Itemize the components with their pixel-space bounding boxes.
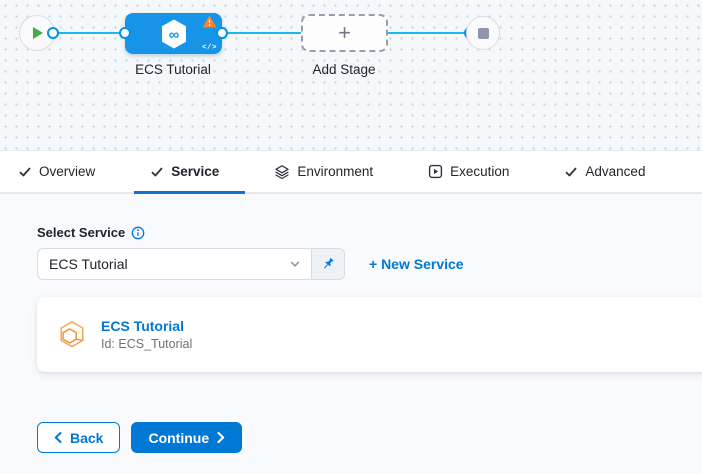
info-icon[interactable] <box>131 226 145 240</box>
connector-port[interactable] <box>47 27 59 39</box>
layers-icon <box>274 164 290 180</box>
connector-port[interactable] <box>216 27 228 39</box>
svg-text:∞: ∞ <box>168 26 179 43</box>
chevron-left-icon <box>54 432 62 443</box>
service-card-name: ECS Tutorial <box>101 318 184 334</box>
pipeline-edge <box>37 32 483 34</box>
back-button[interactable]: Back <box>37 422 121 453</box>
select-service-label: Select Service <box>37 225 126 240</box>
tab-advanced[interactable]: Advanced <box>564 151 645 192</box>
new-service-link[interactable]: + New Service <box>369 256 464 272</box>
tab-service[interactable]: Service <box>134 151 246 194</box>
check-icon <box>18 165 32 179</box>
tab-label: Advanced <box>585 164 646 179</box>
tab-label: Environment <box>297 164 374 179</box>
service-hexagon-icon <box>57 319 87 351</box>
pin-icon <box>320 256 336 272</box>
play-square-icon <box>428 164 443 179</box>
tab-overview[interactable]: Overview <box>18 151 95 192</box>
continue-button[interactable]: Continue <box>131 422 243 453</box>
service-tab-panel: Select Service ECS Tutorial <box>0 194 702 453</box>
service-card-id: Id: ECS_Tutorial <box>101 337 193 351</box>
tab-label: Overview <box>39 164 96 179</box>
service-select-value: ECS Tutorial <box>49 256 128 272</box>
tab-label: Execution <box>450 164 510 179</box>
tab-execution[interactable]: Execution <box>428 151 509 192</box>
check-icon <box>150 165 164 179</box>
warning-icon <box>202 15 217 28</box>
pin-button[interactable] <box>311 249 344 279</box>
check-icon <box>564 165 578 179</box>
chevron-right-icon <box>217 432 225 443</box>
harness-cd-hexagon-icon: ∞ <box>159 18 189 50</box>
service-select-group: ECS Tutorial <box>37 248 345 280</box>
stage-tabbar: Overview Service Environment Execution <box>0 150 702 194</box>
service-select-dropdown[interactable]: ECS Tutorial <box>38 249 311 279</box>
continue-button-label: Continue <box>148 429 210 446</box>
add-stage-button[interactable]: + <box>301 14 388 52</box>
stage-label: ECS Tutorial <box>135 62 211 77</box>
play-icon <box>32 26 44 40</box>
connector-port[interactable] <box>119 27 131 39</box>
stage-node-ecs-tutorial[interactable]: ∞ </> <box>125 13 222 54</box>
pipeline-end-node <box>466 16 500 50</box>
code-icon: </> <box>201 44 217 52</box>
stop-icon <box>477 27 489 39</box>
pipeline-canvas: ∞ </> ECS Tutorial + Add Stage <box>0 0 702 150</box>
chevron-down-icon <box>289 258 301 270</box>
service-card[interactable]: ECS Tutorial Id: ECS_Tutorial <box>37 297 702 372</box>
plus-icon: + <box>338 20 351 45</box>
add-stage-label: Add Stage <box>312 62 376 77</box>
back-button-label: Back <box>70 429 104 446</box>
tab-environment[interactable]: Environment <box>274 151 373 192</box>
service-card-text: ECS Tutorial Id: ECS_Tutorial <box>101 318 192 351</box>
tab-label: Service <box>171 164 220 179</box>
